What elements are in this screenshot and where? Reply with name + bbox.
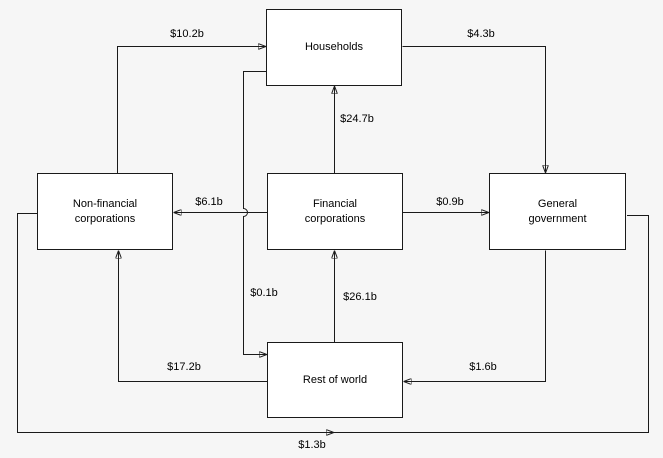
flow-label-nfc-to-government: $1.3b <box>298 439 326 451</box>
node-financial-corporations: Financial corporations <box>267 173 403 250</box>
node-non-financial-corporations-label: Non-financial corporations <box>72 197 138 225</box>
flow-label-restofworld-to-nfc: $17.2b <box>167 361 201 373</box>
flow-label-government-to-restofworld: $1.6b <box>469 361 497 373</box>
node-non-financial-corporations: Non-financial corporations <box>37 173 173 250</box>
flow-label-households-to-restofworld: $0.1b <box>250 287 278 299</box>
arrow-households-to-government <box>402 46 546 173</box>
arrow-restofworld-to-nfc <box>119 250 267 382</box>
arrow-government-to-restofworld <box>403 250 546 382</box>
arrow-nfc-to-households <box>117 47 266 174</box>
node-financial-corporations-label: Financial corporations <box>304 197 366 225</box>
node-rest-of-world: Rest of world <box>267 342 403 418</box>
node-households-label: Households <box>304 41 364 54</box>
flow-label-nfc-to-households: $10.2b <box>170 28 204 40</box>
node-households: Households <box>266 9 402 86</box>
arrow-households-to-restofworld <box>243 71 267 355</box>
arrow-nfc-to-government-segment-b <box>334 215 649 433</box>
node-general-government-label: General government <box>528 197 587 225</box>
node-general-government: General government <box>489 173 626 250</box>
flow-label-financial-to-households: $24.7b <box>340 113 374 125</box>
flow-label-restofworld-to-financial: $26.1b <box>343 291 377 303</box>
arrow-nfc-to-government-segment-a <box>17 213 334 433</box>
flow-label-households-to-government: $4.3b <box>467 28 495 40</box>
node-rest-of-world-label: Rest of world <box>302 373 368 386</box>
flow-label-financial-to-nfc: $6.1b <box>195 196 223 208</box>
flow-label-financial-to-government: $0.9b <box>436 196 464 208</box>
